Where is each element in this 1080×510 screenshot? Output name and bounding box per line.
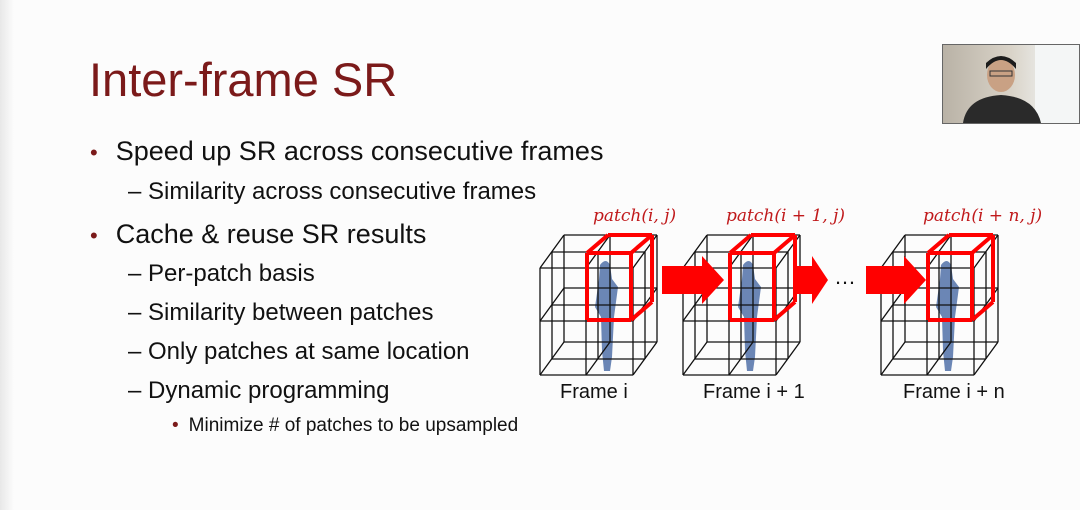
subbullet: – Dynamic programming [128, 377, 390, 404]
sub-subbullet: •Minimize # of patches to be upsampled [172, 415, 519, 436]
frame-cube [682, 233, 801, 376]
frame-label: Frame i + n [903, 381, 1005, 403]
subbullet: – Similarity across consecutive frames [128, 178, 537, 205]
arrow-icon [662, 256, 724, 304]
patch-label: patch(i + 1, j) [726, 206, 845, 226]
bullet-2: •Cache & reuse SR results [90, 219, 427, 249]
slide-edge [0, 0, 14, 510]
speaker-webcam [942, 44, 1080, 124]
speaker-video [963, 45, 1079, 123]
ellipsis: … [834, 264, 856, 289]
subbullet: – Only patches at same location [128, 338, 470, 365]
frame-cube [880, 233, 999, 376]
patch-label: patch(i + n, j) [923, 206, 1043, 226]
frame-label: Frame i + 1 [703, 381, 805, 403]
subbullet: – Similarity between patches [128, 299, 434, 326]
slide-title: Inter-frame SR [89, 53, 398, 106]
frame-label: Frame i [560, 381, 628, 403]
arrows [662, 256, 926, 304]
arrow-icon [866, 256, 926, 304]
frame-cube [539, 233, 658, 376]
subbullet: – Per-patch basis [128, 260, 315, 287]
arrow-icon [796, 256, 828, 304]
bullet-1: •Speed up SR across consecutive frames [90, 136, 604, 166]
patch-label: patch(i, j) [593, 206, 677, 226]
